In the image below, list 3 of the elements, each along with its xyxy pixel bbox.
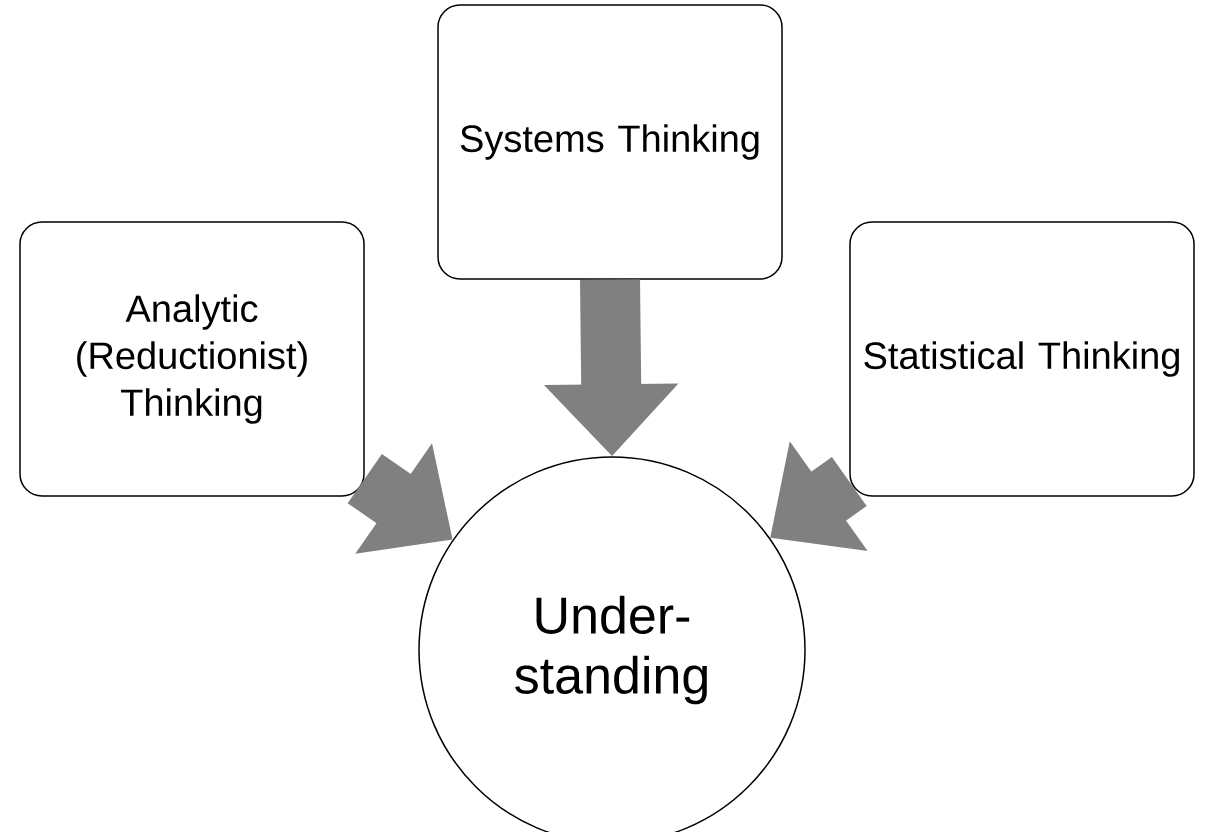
process-box: Systems Thinking [437,4,783,280]
process-box: Analytic (Reductionist) Thinking [19,221,365,497]
process-box: Statistical Thinking [849,221,1195,497]
